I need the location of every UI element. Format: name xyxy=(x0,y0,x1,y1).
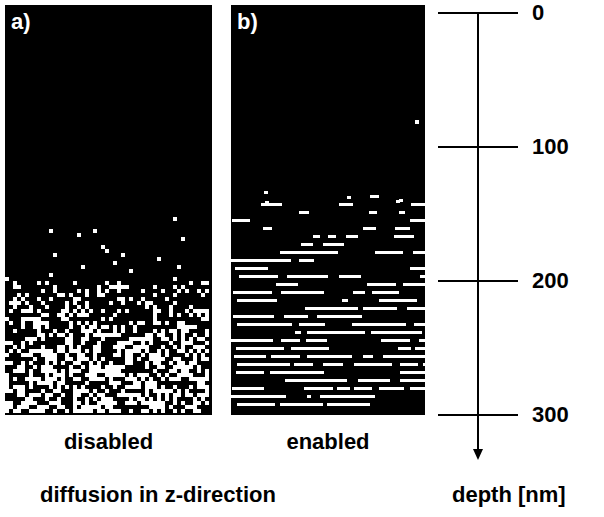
axis-arrowhead xyxy=(473,449,483,460)
simulation-panel: a)disabled xyxy=(5,5,212,415)
axis-tick xyxy=(438,146,518,148)
axis-line xyxy=(477,13,479,452)
particle-pattern xyxy=(5,5,212,415)
panel-caption: enabled xyxy=(231,429,425,455)
axis-tick xyxy=(438,280,518,282)
tick-label: 300 xyxy=(532,402,569,428)
tick-label: 200 xyxy=(532,268,569,294)
figure-note: diffusion in z-direction xyxy=(40,482,276,508)
tick-label: 0 xyxy=(532,0,544,26)
axis-title: depth [nm] xyxy=(452,482,566,508)
axis-tick xyxy=(438,414,518,416)
panel-letter: b) xyxy=(237,9,258,35)
panel-caption: disabled xyxy=(5,429,212,455)
tick-label: 100 xyxy=(532,134,569,160)
axis-tick xyxy=(438,12,518,14)
particle-pattern xyxy=(231,5,425,415)
simulation-panel: b)enabled xyxy=(231,5,425,415)
panel-letter: a) xyxy=(11,9,31,35)
